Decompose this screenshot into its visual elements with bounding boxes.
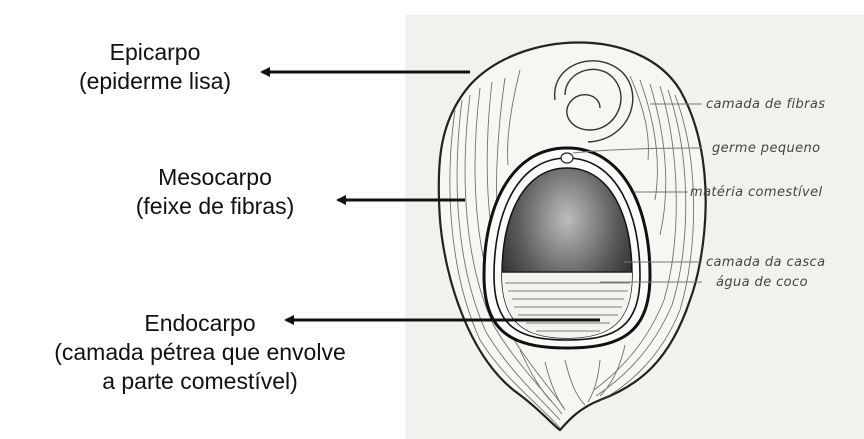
callout-germe-pequeno: germe pequeno: [712, 141, 821, 156]
germ: [561, 153, 573, 163]
callout-camada-da-casca: camada da casca: [706, 255, 825, 270]
callout-camada-de-fibras: camada de fibras: [706, 97, 825, 112]
callout-agua-de-coco: água de coco: [716, 275, 808, 290]
callout-materia-comestivel: matéria comestível: [690, 185, 823, 200]
